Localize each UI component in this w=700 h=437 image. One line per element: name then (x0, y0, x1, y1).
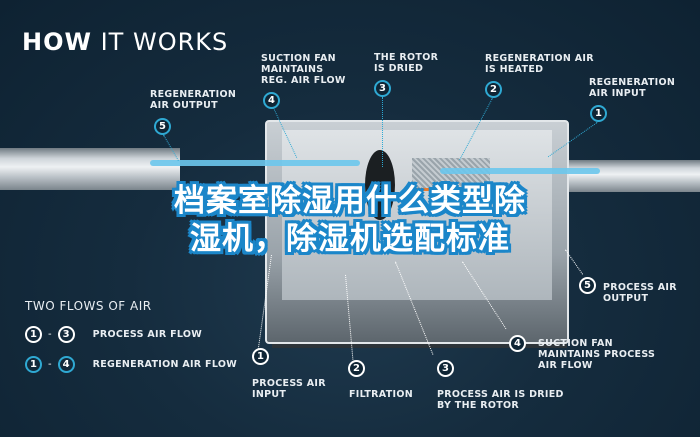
step-3-process-badge: 3 (437, 360, 454, 377)
step-4-process-badge: 4 (509, 335, 526, 352)
legend-dash: - (48, 359, 52, 370)
legend-label: PROCESS AIR FLOW (92, 329, 203, 340)
legend-regeneration-air-flow: 1 - 4 REGENERATION AIR FLOW (25, 356, 237, 373)
article-headline: 档案室除湿用什么类型除 湿机，除湿机选配标准 (105, 182, 595, 258)
heater-element (412, 158, 490, 191)
leader-line (382, 97, 383, 167)
regeneration-input-duct (560, 160, 700, 192)
step-2-process-badge: 2 (348, 360, 365, 377)
headline-line-2: 湿机，除湿机选配标准 (190, 221, 510, 257)
headline-line-1: 档案室除湿用什么类型除 (174, 183, 526, 219)
label-rotor-dried: THE ROTOR IS DRIED (374, 52, 439, 74)
legend-title: TWO FLOWS OF AIR (25, 299, 152, 313)
label-process-air-dried: PROCESS AIR IS DRIED BY THE ROTOR (437, 389, 564, 411)
regeneration-output-duct (0, 148, 180, 190)
label-regeneration-air-input: REGENERATION AIR INPUT (589, 77, 676, 99)
label-suction-fan-process: SUCTION FAN MAINTAINS PROCESS AIR FLOW (538, 338, 656, 371)
legend-to-badge: 3 (57, 326, 75, 343)
legend-process-air-flow: 1 - 3 PROCESS AIR FLOW (25, 326, 202, 343)
legend-from-badge: 1 (25, 356, 42, 373)
legend-to-badge: 4 (57, 356, 75, 373)
step-3-badge: 3 (374, 80, 391, 97)
step-2-badge: 2 (485, 81, 502, 98)
label-process-air-input: PROCESS AIR INPUT (252, 378, 326, 400)
regeneration-air-flow-input (440, 168, 600, 174)
step-5-process-badge: 5 (579, 277, 596, 294)
step-1-process-badge: 1 (252, 348, 269, 365)
label-suction-fan-reg: SUCTION FAN MAINTAINS REG. AIR FLOW (261, 53, 346, 86)
step-1-badge: 1 (590, 105, 607, 122)
label-regeneration-heated: REGENERATION AIR IS HEATED (485, 53, 594, 75)
step-5-badge: 5 (154, 118, 171, 135)
page-title: HOW IT WORKS (22, 28, 229, 56)
legend-dash: - (48, 329, 52, 340)
step-4-badge: 4 (263, 92, 280, 109)
label-regeneration-air-output: REGENERATION AIR OUTPUT (150, 89, 237, 111)
legend-label: REGENERATION AIR FLOW (92, 359, 237, 370)
label-process-air-output: PROCESS AIR OUTPUT (603, 282, 677, 304)
regeneration-air-flow (150, 160, 360, 166)
label-filtration: FILTRATION (349, 389, 413, 400)
legend-from-badge: 1 (25, 326, 42, 343)
desiccant-rotor (365, 150, 395, 220)
